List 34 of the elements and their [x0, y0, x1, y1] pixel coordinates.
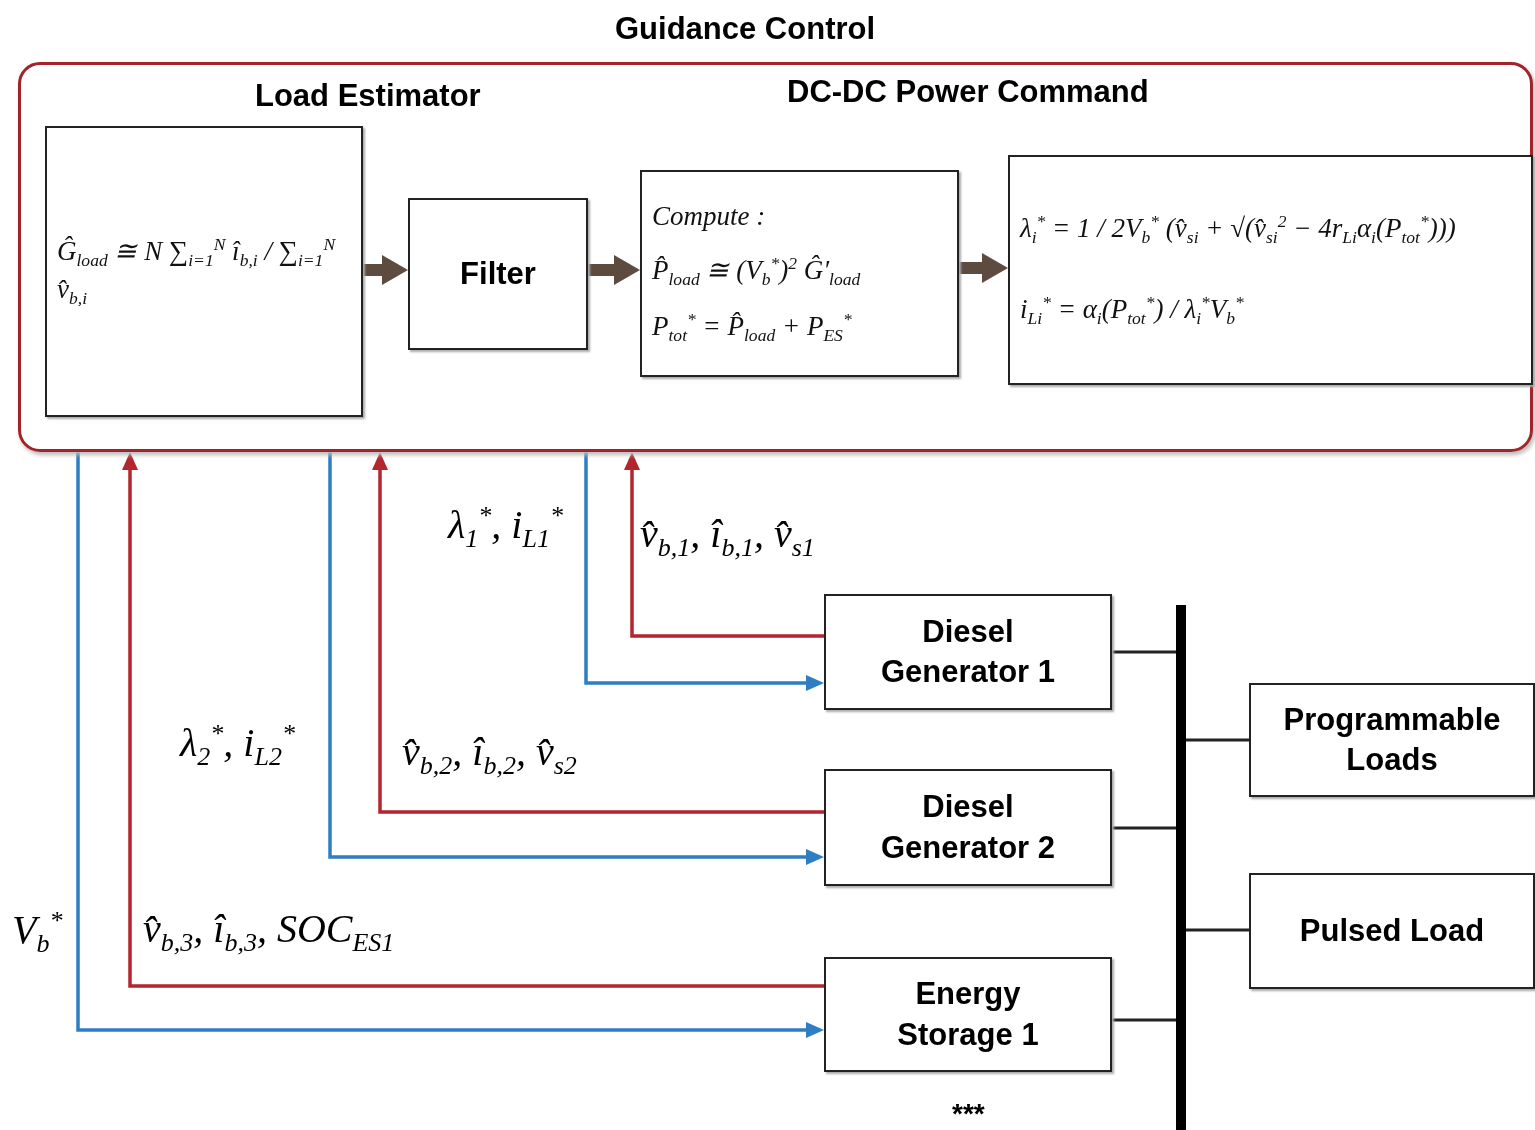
heading: Guidance Control: [615, 11, 876, 47]
storage-box: [824, 957, 1112, 1072]
bus-bar: [1176, 605, 1186, 1130]
generator-box: [824, 769, 1112, 886]
formula: λ$_{i}$$^{*}$ = 1 / 2V$_{b}$$^{*}$ (v̂$_{si}$ + √(v̂$_{si}$$^{2}$ − 4r$_{Li}$α$_{i}$(P$_{tot}$$^{*}$))): [1020, 209, 1456, 249]
filter-box: [408, 198, 588, 350]
node-label: Diesel Generator 2: [880, 788, 1056, 867]
block-arrow: [363, 255, 408, 285]
node-label: Filter: [460, 254, 536, 293]
load-box: [1249, 683, 1535, 797]
connector-line: [1186, 928, 1249, 932]
block-arrow: [588, 255, 640, 285]
connector-line: [1112, 650, 1176, 654]
connector-line: [1186, 738, 1249, 742]
signal-arrow: [328, 452, 824, 865]
formula: P̂$_{load}$ ≅ (V$_{b}$$^{*}$)$^{2}$ Ĝ′$_{load}$: [652, 251, 861, 292]
connector-line: [1112, 826, 1176, 830]
signal-arrow: [584, 452, 824, 691]
command-box: [1008, 155, 1533, 385]
heading: Load Estimator: [255, 78, 481, 114]
ellipsis-mark: ***: [952, 1098, 985, 1130]
connector-line: [1112, 1018, 1176, 1022]
signal-arrow: [372, 452, 824, 814]
node-label: Pulsed Load: [1299, 911, 1485, 950]
block-arrow: [959, 253, 1008, 283]
signal-arrow: [624, 452, 824, 638]
node-label: Diesel Generator 1: [880, 612, 1056, 691]
node-label: Programmable Loads: [1283, 700, 1501, 779]
section-heading: DC-DC Power Command: [787, 74, 1149, 110]
generator-box: [824, 594, 1112, 710]
compute-box: [640, 170, 959, 377]
formula: Compute :: [652, 200, 766, 234]
node-label: Energy Storage 1: [896, 975, 1040, 1054]
load-box: [1249, 873, 1535, 989]
